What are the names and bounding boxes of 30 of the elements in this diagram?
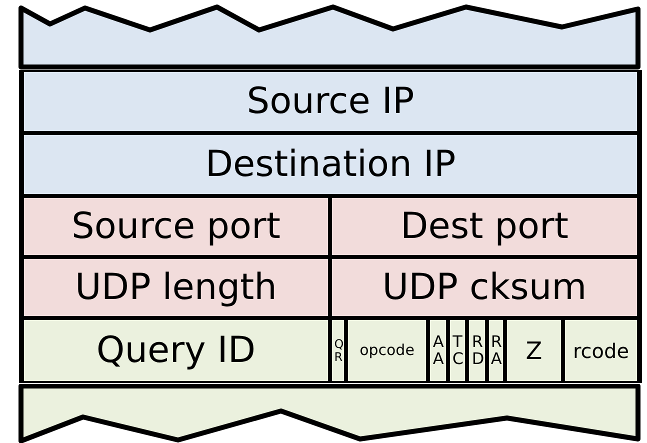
field-label: RA [490, 334, 502, 368]
field-label: Z [526, 338, 542, 362]
header-field-cell [428, 318, 448, 383]
header-field-cell [330, 257, 642, 318]
field-label: Destination IP [205, 146, 456, 182]
field-label: rcode [572, 340, 629, 360]
header-field-cell [448, 318, 467, 383]
header-field-cell [330, 196, 642, 257]
header-field-cell [19, 133, 642, 196]
field-label: RD [472, 334, 482, 368]
header-field-cell [487, 318, 505, 383]
header-field-cell [19, 196, 330, 257]
header-field-cell [19, 70, 642, 133]
field-label: AA [432, 334, 444, 368]
field-label: TC [452, 334, 463, 368]
field-label: UDP cksum [382, 270, 587, 306]
header-field-cell [563, 318, 642, 383]
field-label: Query ID [96, 332, 256, 368]
header-field-cell [346, 318, 428, 383]
header-field-cell [19, 318, 330, 383]
header-field-cell [330, 318, 346, 383]
header-field-cell [467, 318, 487, 383]
header-field-cell [505, 318, 563, 383]
field-label: QR [334, 338, 342, 364]
field-label: UDP length [75, 270, 277, 306]
field-label: Source port [72, 208, 280, 244]
field-label: Dest port [400, 208, 568, 244]
field-label: opcode [360, 343, 414, 358]
field-label: Source IP [246, 84, 414, 120]
header-field-cell [19, 257, 330, 318]
